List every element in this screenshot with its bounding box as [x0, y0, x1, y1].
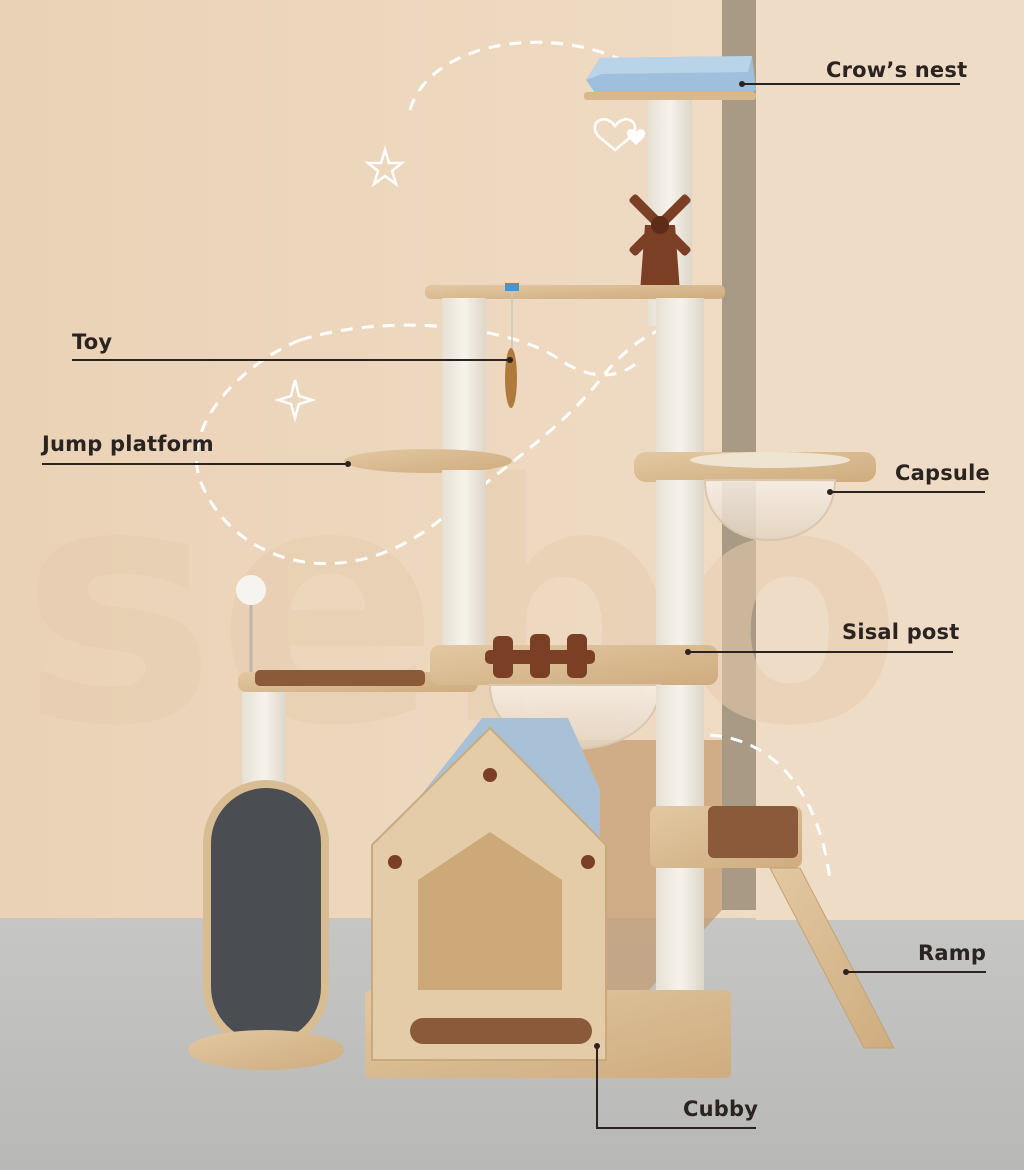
sparkle-icon: [273, 379, 317, 423]
label-sisal-post: Sisal post: [842, 620, 960, 644]
jump-platform: [344, 449, 512, 473]
sisal-post-upper-left: [442, 298, 486, 456]
ramp: [769, 867, 895, 1049]
fence-ornament: [485, 634, 595, 678]
label-capsule: Capsule: [895, 461, 990, 485]
sisal-post-right-mid: [656, 480, 704, 675]
dashed-trail-middle: [195, 328, 661, 566]
dashed-trail-right: [709, 733, 832, 881]
label-crows-nest: Crow’s nest: [826, 58, 968, 82]
heart-icon: [593, 118, 637, 152]
label-jump-platform: Jump platform: [42, 432, 214, 456]
label-ramp: Ramp: [918, 941, 987, 965]
capsule: [634, 452, 876, 541]
label-toy: Toy: [72, 330, 113, 354]
left-felt-pad: [255, 670, 425, 686]
dashed-trail-mid-upper: [299, 323, 642, 377]
sisal-post-right-upper: [656, 298, 704, 468]
ramp-felt-pad: [708, 806, 798, 858]
scratch-board: [188, 780, 344, 1070]
upper-platform: [425, 285, 725, 299]
star-icon: [364, 145, 406, 188]
toy: [505, 283, 519, 408]
windmill-ornament: [629, 194, 691, 292]
label-cubby: Cubby: [683, 1097, 759, 1121]
dashed-trail-top: [408, 40, 641, 111]
sisal-post-small: [242, 692, 286, 784]
sisal-post-left: [442, 470, 486, 650]
ball-toy: [236, 575, 266, 672]
heart-icon-small: [626, 129, 646, 145]
cubby: [365, 718, 731, 1078]
